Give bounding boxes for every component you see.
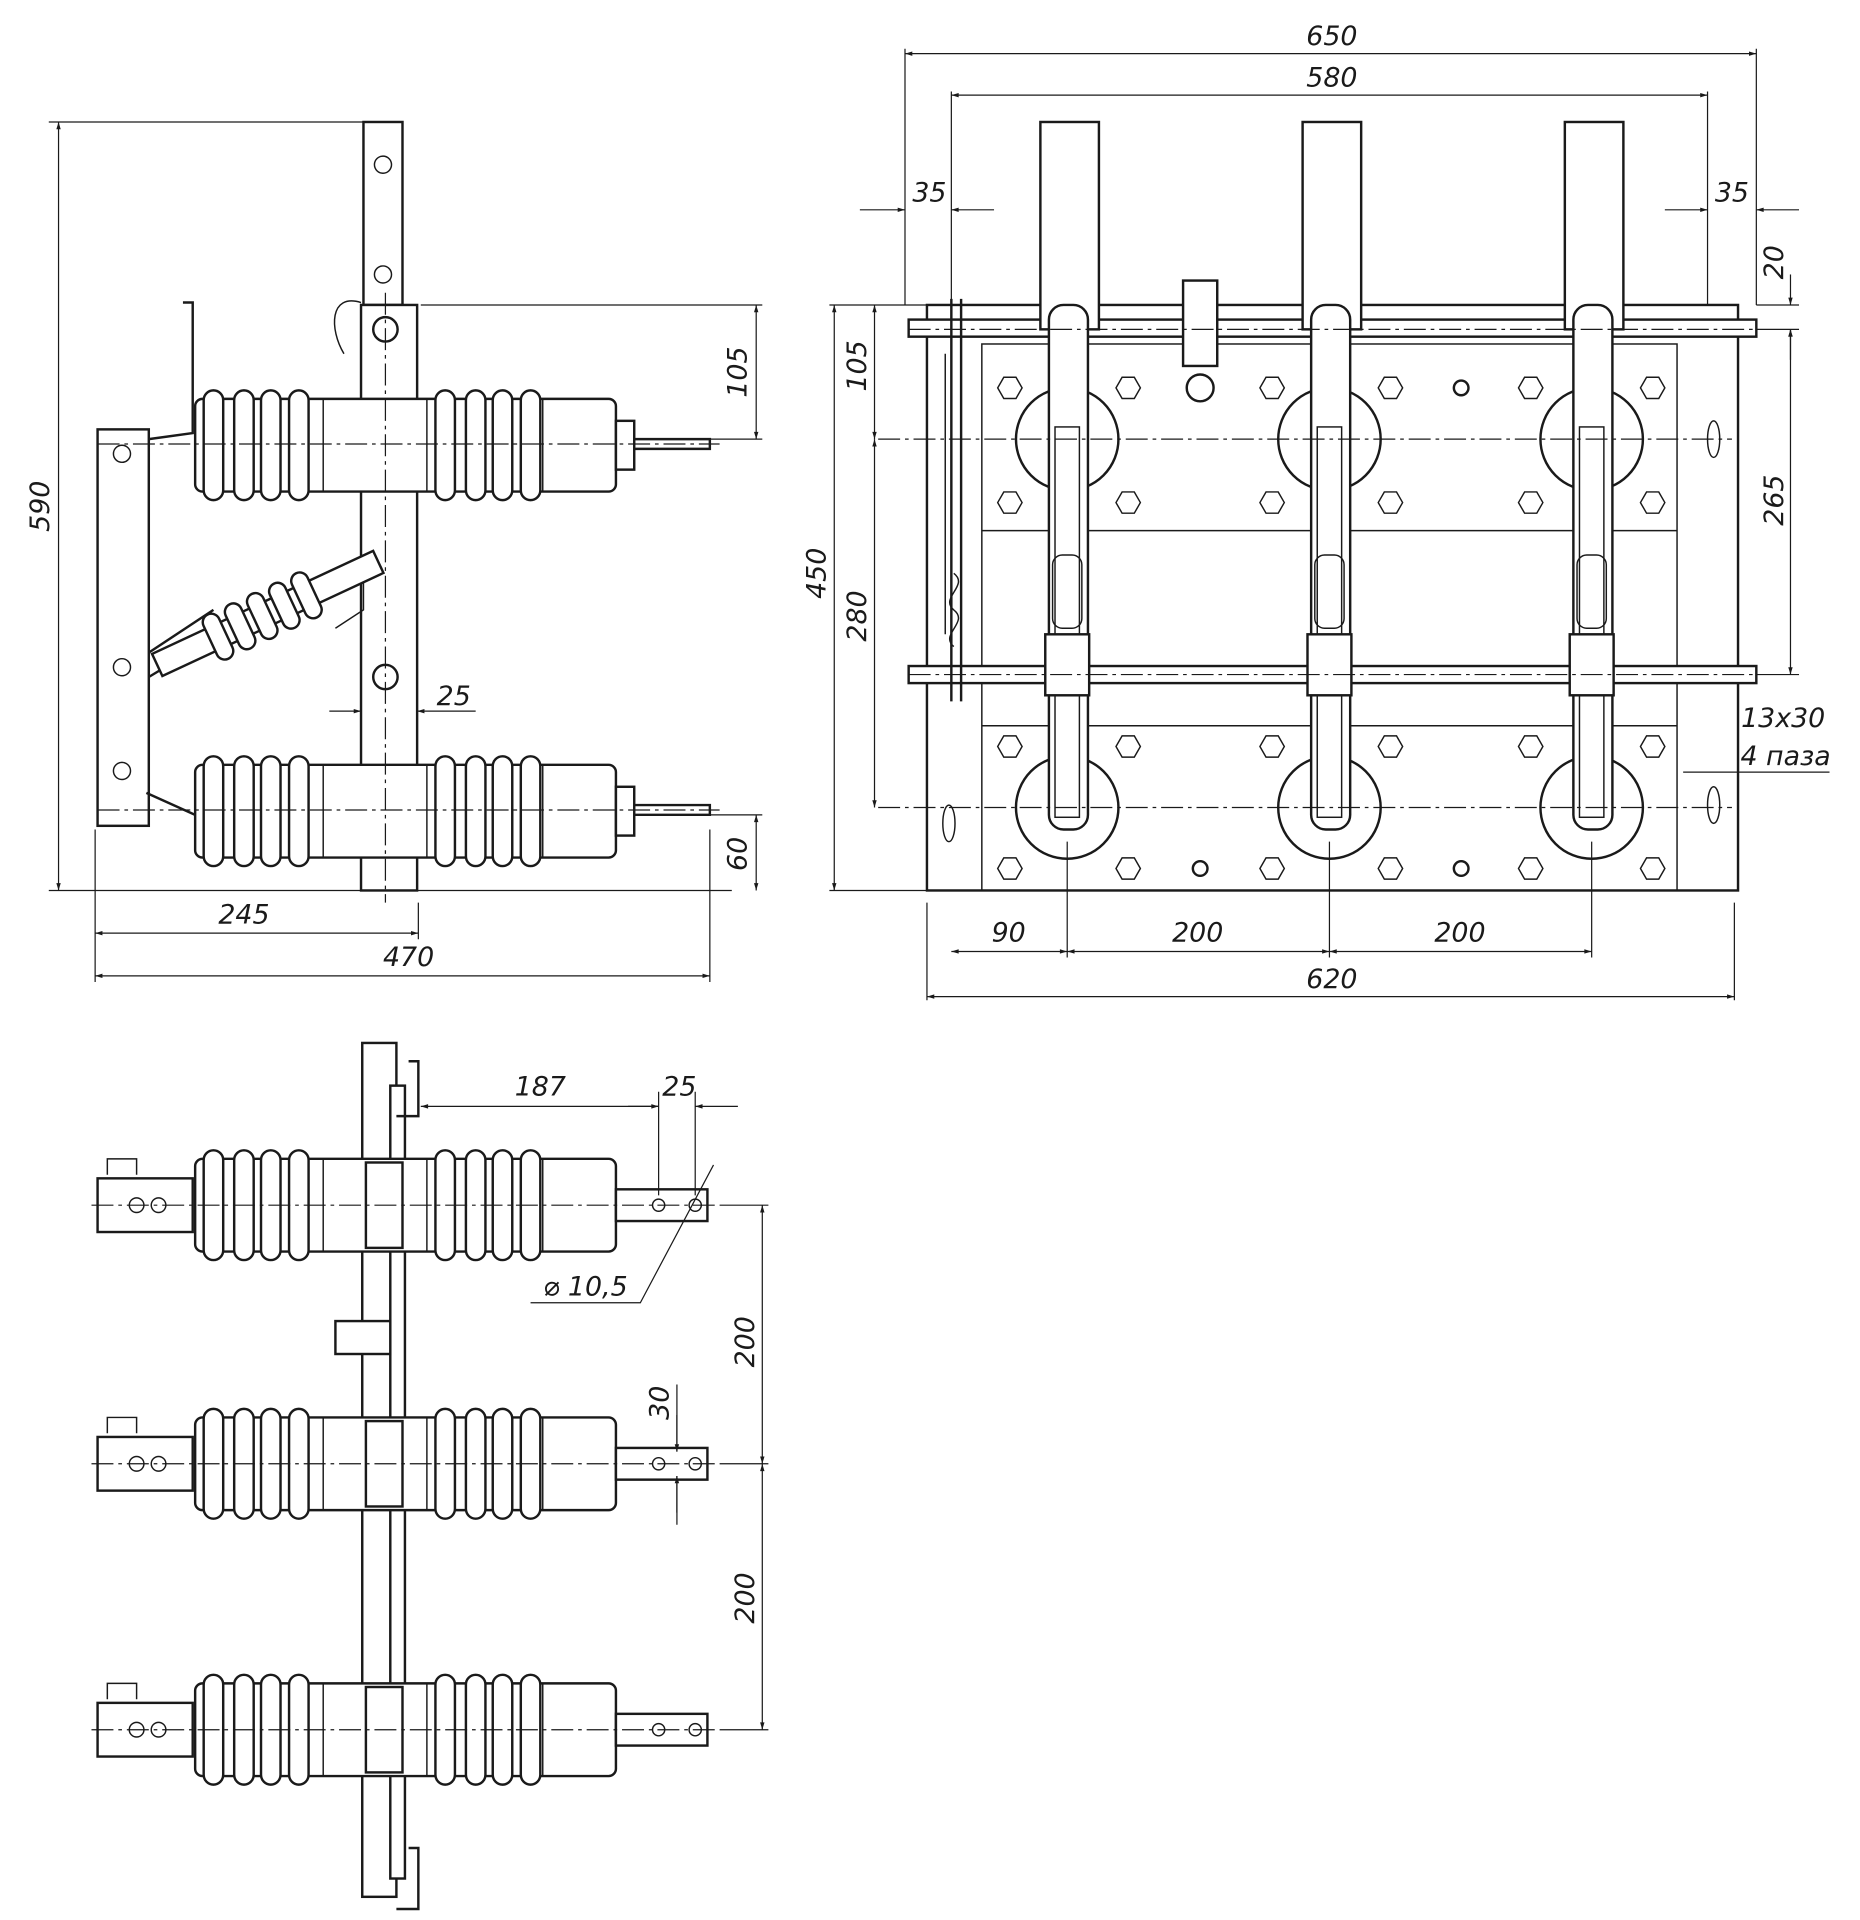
insulator-rib xyxy=(519,389,542,502)
dim-pitch-200-bottom: 200 xyxy=(730,1572,761,1623)
bolt-hex xyxy=(1377,376,1404,400)
contact-knife xyxy=(1572,303,1614,831)
pole-blade xyxy=(1039,120,1101,331)
dim-height-590: 590 xyxy=(25,481,56,532)
dim-left-35: 35 xyxy=(912,177,946,208)
dim-axle-580: 580 xyxy=(1306,63,1357,94)
bolt-hex xyxy=(1377,857,1404,880)
bolt-hex xyxy=(996,491,1023,514)
dim-bar-25: 25 xyxy=(437,681,471,712)
bolt-hex xyxy=(1517,376,1544,400)
top-view: 187 25 ⌀ 10,5 200 30 200 xyxy=(91,1041,769,1911)
dim-holes-25: 25 xyxy=(662,1071,696,1102)
hole xyxy=(1452,379,1470,397)
dim-length-470: 470 xyxy=(383,942,434,973)
dim-pitch-200b: 200 xyxy=(1434,918,1485,949)
slot-count-label: 4 паза xyxy=(1740,741,1830,772)
hole xyxy=(1452,859,1470,878)
bolt-hex xyxy=(1259,491,1286,514)
dim-diameter-10-5: ⌀ 10,5 xyxy=(543,1271,627,1302)
dim-edge-90: 90 xyxy=(992,918,1026,949)
side-view: 590 105 25 60 245 470 xyxy=(25,120,763,982)
bolt-hex xyxy=(996,735,1023,758)
bolt-hex xyxy=(996,376,1023,400)
insulator-rib xyxy=(491,389,514,502)
insulator-rib xyxy=(519,755,542,868)
insulator-rib xyxy=(464,755,487,868)
drive-insulator xyxy=(150,549,386,678)
bolt-hex xyxy=(1517,857,1544,880)
front-view: 650 580 35 35 20 105 265 450 280 13x30 4… xyxy=(802,21,1831,1001)
bolt-hex xyxy=(1115,735,1142,758)
dim-bottom-60: 60 xyxy=(722,837,753,871)
dim-hole-280: 280 xyxy=(842,590,873,641)
bolt-hex xyxy=(1259,857,1286,880)
insulator-rib xyxy=(232,389,255,502)
dim-base-620: 620 xyxy=(1306,964,1357,995)
insulator-rib xyxy=(434,389,457,502)
bolt-hex xyxy=(1377,491,1404,514)
dim-right-35: 35 xyxy=(1715,177,1749,208)
contact-knife xyxy=(1047,303,1090,831)
bolt-hex xyxy=(1639,376,1666,400)
pole-blade xyxy=(1563,120,1625,331)
bolt-hex xyxy=(1639,735,1666,758)
bolt-hex xyxy=(1639,857,1666,880)
dim-width-30: 30 xyxy=(644,1386,675,1420)
dim-left-105: 105 xyxy=(842,340,873,391)
bolt-hex xyxy=(1115,491,1142,514)
insulator-rib xyxy=(491,755,514,868)
bolt-hex xyxy=(1259,735,1286,758)
insulator-rib xyxy=(287,755,310,868)
insulator-rib xyxy=(232,755,255,868)
insulator-rib xyxy=(287,389,310,502)
bolt-hex xyxy=(1115,857,1142,880)
bolt-hex xyxy=(996,857,1023,880)
bolt-hex xyxy=(1377,735,1404,758)
insulator-rib xyxy=(202,389,225,502)
contact-knife xyxy=(1309,303,1352,831)
insulator xyxy=(193,397,618,493)
bolt-hex xyxy=(1517,735,1544,758)
dim-top-20: 20 xyxy=(1759,245,1790,279)
bolt-hex xyxy=(1259,376,1286,400)
slot-size-label: 13x30 xyxy=(1741,703,1825,734)
hole xyxy=(1191,859,1209,878)
dim-top-105: 105 xyxy=(722,346,753,397)
dim-pitch-265: 265 xyxy=(1759,475,1790,526)
insulator-rib xyxy=(259,755,282,868)
insulator-rib xyxy=(464,389,487,502)
bolt-hex xyxy=(1517,491,1544,514)
dim-terminal-187: 187 xyxy=(515,1071,566,1102)
pole-blade xyxy=(1301,120,1363,331)
dim-pitch-200-top: 200 xyxy=(730,1316,761,1367)
bolt-hex xyxy=(1639,491,1666,514)
dim-depth-245: 245 xyxy=(218,899,269,930)
bolt-hex xyxy=(1115,376,1142,400)
insulator-rib xyxy=(434,755,457,868)
dim-height-450: 450 xyxy=(802,548,833,599)
dim-overall-650: 650 xyxy=(1306,21,1357,52)
insulator xyxy=(193,763,618,859)
insulator-rib xyxy=(202,755,225,868)
dim-pitch-200a: 200 xyxy=(1172,918,1223,949)
insulator-rib xyxy=(259,389,282,502)
